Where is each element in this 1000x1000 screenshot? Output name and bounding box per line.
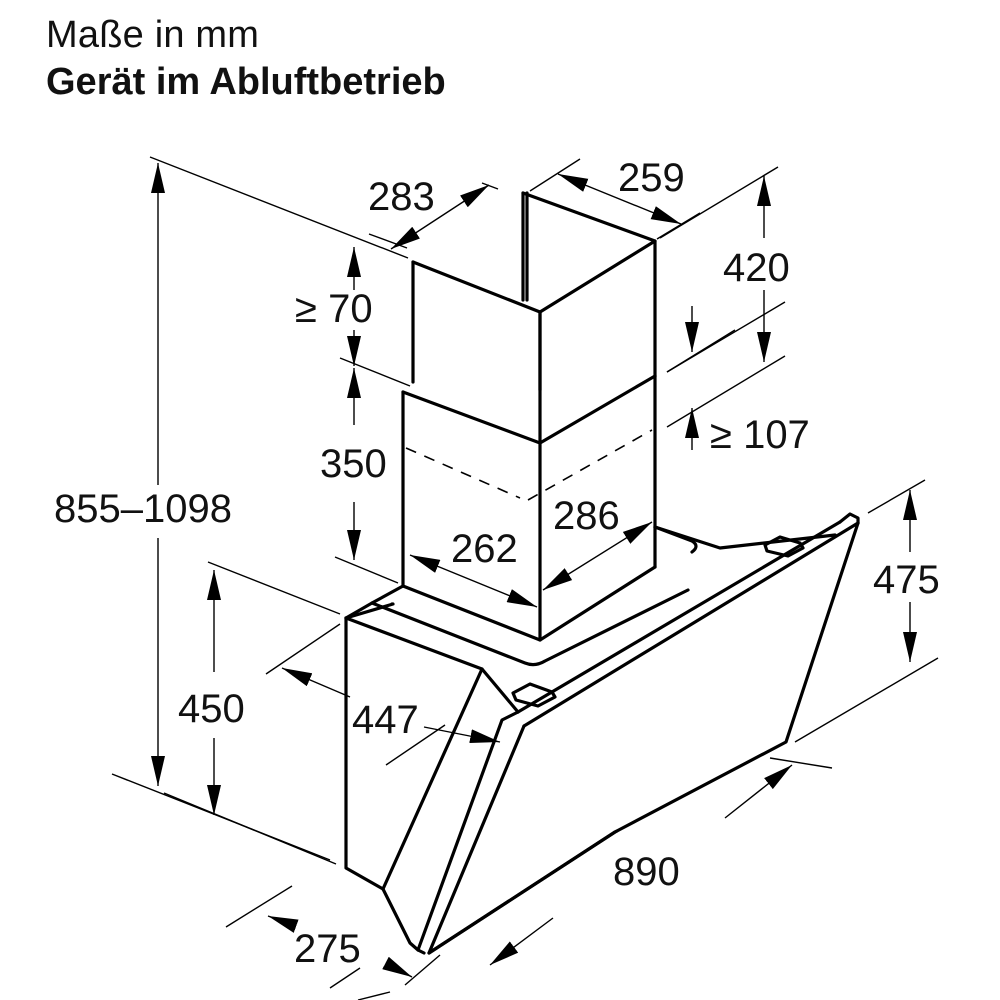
dim-min-gap-top: ≥ 70 bbox=[295, 287, 373, 331]
dim-chimney-upper-depth: 283 bbox=[368, 175, 435, 219]
dimension-lines bbox=[111, 156, 939, 1000]
page-title: Maße in mm bbox=[46, 14, 260, 56]
dim-width: 890 bbox=[613, 850, 680, 894]
hinge-right bbox=[763, 535, 805, 558]
dim-body-depth: 447 bbox=[352, 698, 419, 742]
page-subtitle: Gerät im Abluftbetrieb bbox=[46, 61, 446, 103]
hood-body bbox=[344, 512, 860, 955]
dim-glass-height: 475 bbox=[873, 558, 940, 602]
dim-total-height: 855–1098 bbox=[54, 487, 232, 531]
dim-chimney-lower-width: 262 bbox=[451, 527, 518, 571]
dim-chimney-lower-height: 350 bbox=[320, 442, 387, 486]
upper-chimney bbox=[411, 191, 657, 392]
dim-chimney-upper-width: 259 bbox=[618, 156, 685, 200]
dim-bottom-depth: 275 bbox=[294, 927, 361, 971]
dim-chimney-lower-depth: 286 bbox=[553, 494, 620, 538]
lower-chimney bbox=[401, 310, 657, 642]
hinge-left bbox=[511, 682, 557, 708]
dim-body-height: 450 bbox=[178, 687, 245, 731]
dim-min-overlap: ≥ 107 bbox=[710, 413, 810, 457]
dim-chimney-upper-height: 420 bbox=[723, 246, 790, 290]
